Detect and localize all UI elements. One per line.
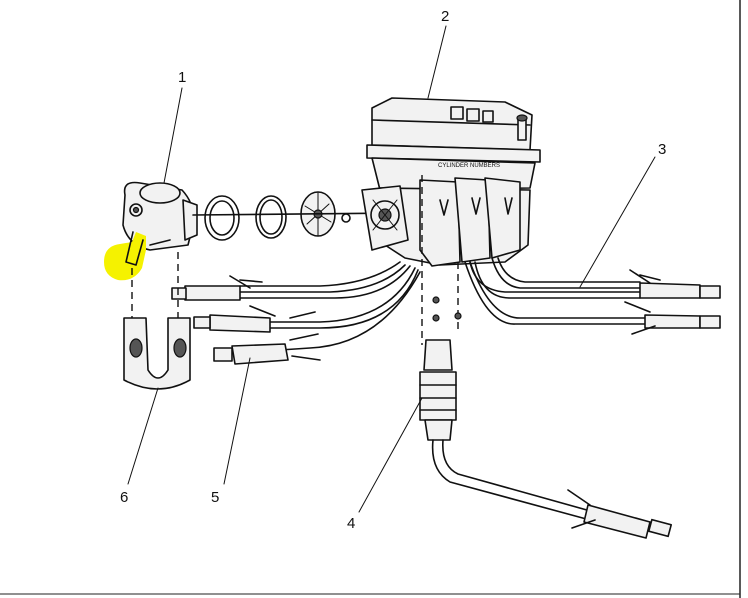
callout-3: 3	[658, 141, 666, 158]
callout-4: 4	[347, 515, 355, 532]
distributor-cap: CYLINDER NUMBERS	[366, 97, 541, 191]
mounting-bracket	[123, 317, 191, 390]
spark-plug-wires-left	[171, 261, 421, 365]
spark-plug-wires-right	[464, 257, 721, 335]
o-ring-seal	[204, 195, 240, 241]
coil-wire	[419, 339, 673, 539]
spacer-ring	[255, 195, 287, 239]
washer	[341, 213, 351, 223]
cap-text: CYLINDER NUMBERS	[438, 163, 500, 169]
callout-2: 2	[441, 8, 449, 25]
callout-1: 1	[178, 69, 186, 86]
highlight-vacuum-nipple	[104, 232, 146, 281]
callout-5: 5	[211, 489, 219, 506]
callout-6: 6	[120, 489, 128, 506]
distributor-housing	[361, 177, 531, 267]
vacuum-advance-unit	[104, 181, 198, 281]
